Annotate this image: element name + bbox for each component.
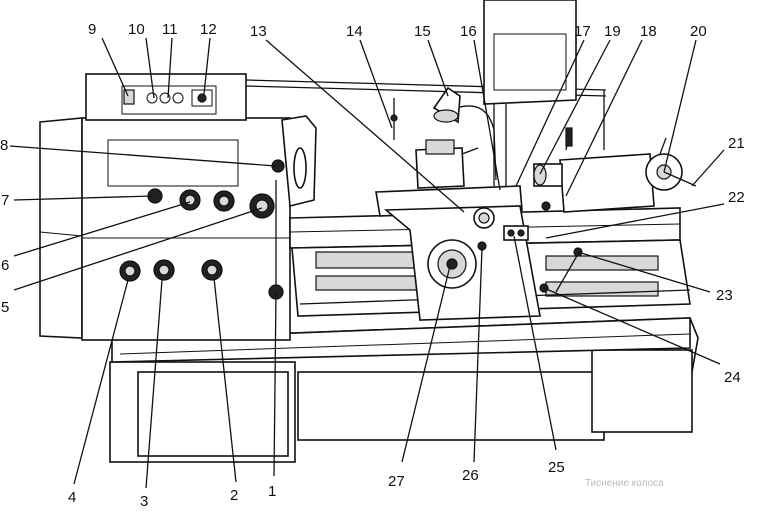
tool-post xyxy=(415,139,479,189)
leader-4 xyxy=(73,279,129,485)
callout-19: 19 xyxy=(604,23,621,40)
leader-26 xyxy=(473,247,483,463)
callout-16: 16 xyxy=(460,23,477,40)
callout-11: 11 xyxy=(162,21,178,38)
leader-11 xyxy=(167,37,173,99)
callout-9: 9 xyxy=(88,21,96,38)
leader-6 xyxy=(13,201,191,257)
callout-26: 26 xyxy=(462,467,479,484)
callout-18: 18 xyxy=(640,23,657,40)
leader-19 xyxy=(539,39,611,175)
leader-21 xyxy=(691,149,725,187)
callout-25: 25 xyxy=(548,459,565,476)
leader-9 xyxy=(101,37,129,97)
leader-12 xyxy=(203,37,211,95)
callout-labels: 1 2 3 4 5 6 7 8 9 10 11 12 13 14 15 16 1… xyxy=(0,21,745,510)
callout-23: 23 xyxy=(716,287,733,304)
leader-18 xyxy=(565,39,643,197)
leader-14 xyxy=(359,39,393,129)
spindle-chuck xyxy=(281,115,317,208)
work-lamp xyxy=(432,86,497,181)
leader-10 xyxy=(145,37,155,99)
callout-2: 2 xyxy=(230,487,238,504)
leader-20 xyxy=(663,39,697,173)
leader-13 xyxy=(265,39,465,213)
leader-3 xyxy=(145,279,163,489)
leader-2 xyxy=(213,277,237,483)
leader-16 xyxy=(473,39,501,191)
callout-7: 7 xyxy=(1,192,9,209)
callout-24: 24 xyxy=(724,369,741,386)
callout-17: 17 xyxy=(574,23,591,40)
leader-5 xyxy=(13,207,263,291)
headstock-cabinet xyxy=(39,73,291,341)
tailstock xyxy=(533,127,697,213)
callout-14: 14 xyxy=(346,23,363,40)
callout-21: 21 xyxy=(728,135,745,152)
callout-3: 3 xyxy=(140,493,148,510)
leader-27 xyxy=(401,265,451,463)
leader-8 xyxy=(9,145,277,167)
leader-lines xyxy=(9,37,725,489)
coolant-nozzle xyxy=(390,98,398,140)
lathe-drawing xyxy=(39,0,699,463)
leader-1 xyxy=(273,291,277,477)
callout-6: 6 xyxy=(1,257,9,274)
lathe-base xyxy=(109,317,699,463)
callout-8: 8 xyxy=(0,137,8,154)
callout-13: 13 xyxy=(250,23,267,40)
callout-27: 27 xyxy=(388,473,405,490)
leader-15 xyxy=(427,39,449,97)
leader-17 xyxy=(515,39,585,187)
callout-1: 1 xyxy=(268,483,276,500)
carriage-apron xyxy=(375,185,541,321)
background-caption: Тиснение колоса xyxy=(585,478,664,489)
leader-22 xyxy=(545,203,725,239)
leader-25 xyxy=(513,235,557,451)
leader-24 xyxy=(543,287,721,365)
callout-5: 5 xyxy=(1,299,9,316)
callout-15: 15 xyxy=(414,23,431,40)
leader-7 xyxy=(13,195,153,201)
callout-10: 10 xyxy=(128,21,145,38)
callout-20: 20 xyxy=(690,23,707,40)
callout-22: 22 xyxy=(728,189,745,206)
leader-23 xyxy=(577,251,711,293)
chip-shield xyxy=(483,0,577,186)
callout-12: 12 xyxy=(200,21,217,38)
callout-4: 4 xyxy=(68,489,76,506)
